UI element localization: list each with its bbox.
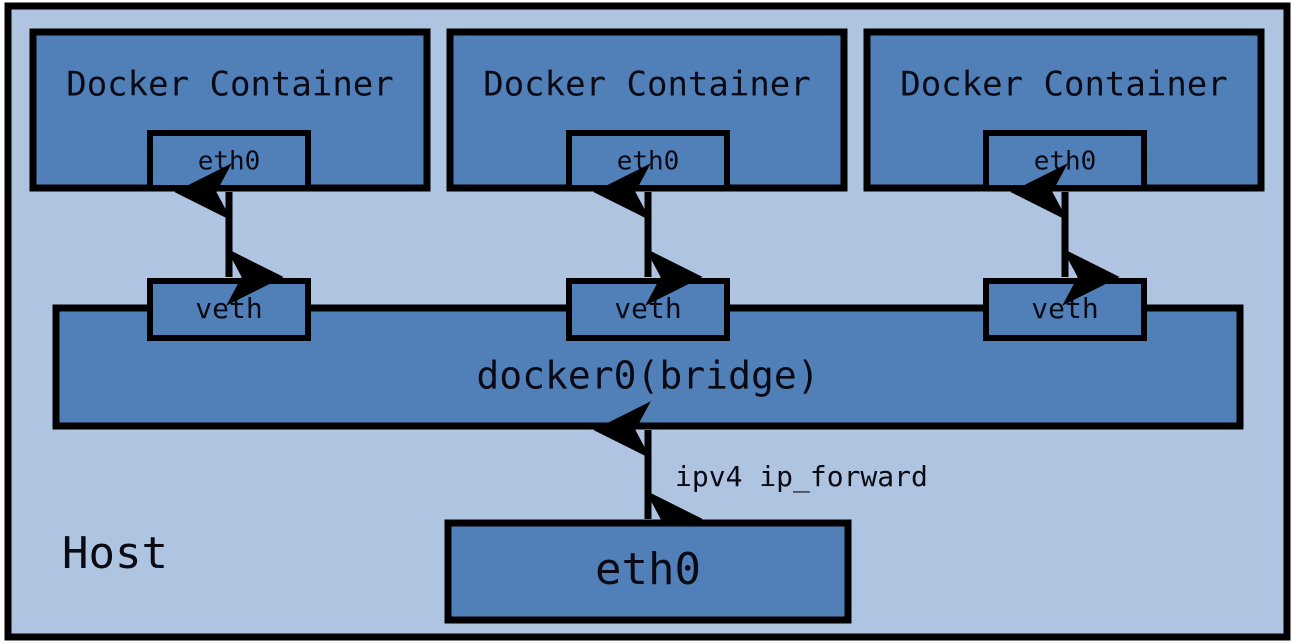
docker-container-title-3: Docker Container xyxy=(900,65,1228,105)
docker0-bridge-label: docker0(bridge) xyxy=(476,354,819,398)
container-eth0-label-1: eth0 xyxy=(198,147,261,177)
docker-container-title-2: Docker Container xyxy=(483,65,811,105)
docker-container-title-1: Docker Container xyxy=(66,65,394,105)
veth-label-2: veth xyxy=(614,292,681,325)
ipv4-ip-forward-label: ipv4 ip_forward xyxy=(675,460,928,494)
host-eth0-box xyxy=(444,519,852,624)
veth-label-3: veth xyxy=(1031,292,1098,325)
container-eth0-label-2: eth0 xyxy=(617,147,680,177)
host-eth0-label: eth0 xyxy=(595,544,701,595)
veth-label-1: veth xyxy=(195,292,262,325)
host-label: Host xyxy=(62,528,168,579)
container-eth0-label-3: eth0 xyxy=(1034,147,1097,177)
